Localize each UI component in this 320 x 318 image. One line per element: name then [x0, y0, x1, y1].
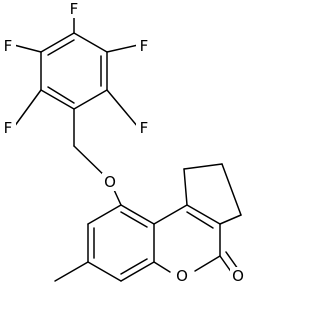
bond	[47, 39, 75, 56]
bond	[47, 86, 75, 104]
ring-oxygen-atom: O	[174, 267, 190, 285]
bond	[186, 204, 221, 225]
fluorine-atom-lower-right: F	[136, 119, 152, 137]
bond	[73, 89, 108, 110]
bond	[87, 204, 122, 225]
bond	[106, 89, 139, 128]
bond	[221, 163, 242, 216]
oxygen-label: O	[232, 267, 244, 285]
fluorine-label: F	[140, 37, 149, 55]
bond	[13, 44, 42, 53]
bond	[73, 32, 108, 53]
fluorine-atom-lower-left: F	[0, 119, 16, 137]
ether-oxygen-atom: O	[102, 173, 118, 191]
oxygen-label: O	[104, 173, 116, 191]
bond	[219, 214, 242, 225]
carbonyl-oxygen-atom: O	[230, 267, 246, 285]
bond	[106, 44, 139, 53]
bond	[183, 168, 188, 206]
atom-labels: F F F F F O O O	[0, 0, 246, 285]
bond	[153, 204, 188, 225]
bond	[120, 211, 148, 228]
bond	[186, 211, 214, 229]
chemical-structure-diagram: F F F F F O O O	[0, 0, 246, 285]
bond	[13, 89, 42, 128]
oxygen-label: O	[176, 267, 188, 285]
fluorine-label: F	[4, 119, 13, 137]
bond	[54, 261, 89, 282]
fluorine-label: F	[70, 0, 79, 18]
fluorine-atom-upper-right: F	[136, 37, 152, 55]
bond	[153, 261, 171, 273]
fluorine-label: F	[4, 37, 13, 55]
fluorine-atom-upper-left: F	[0, 37, 16, 55]
bond	[40, 89, 75, 110]
bond	[120, 204, 155, 225]
bond	[183, 163, 223, 170]
bond	[87, 261, 122, 282]
bond	[40, 32, 75, 53]
bond	[120, 258, 148, 275]
bonds	[13, 13, 242, 282]
bond	[225, 251, 239, 270]
bond	[194, 255, 221, 272]
bond	[120, 261, 155, 282]
fluorine-atom-top: F	[66, 0, 82, 18]
fluorine-label: F	[140, 119, 149, 137]
